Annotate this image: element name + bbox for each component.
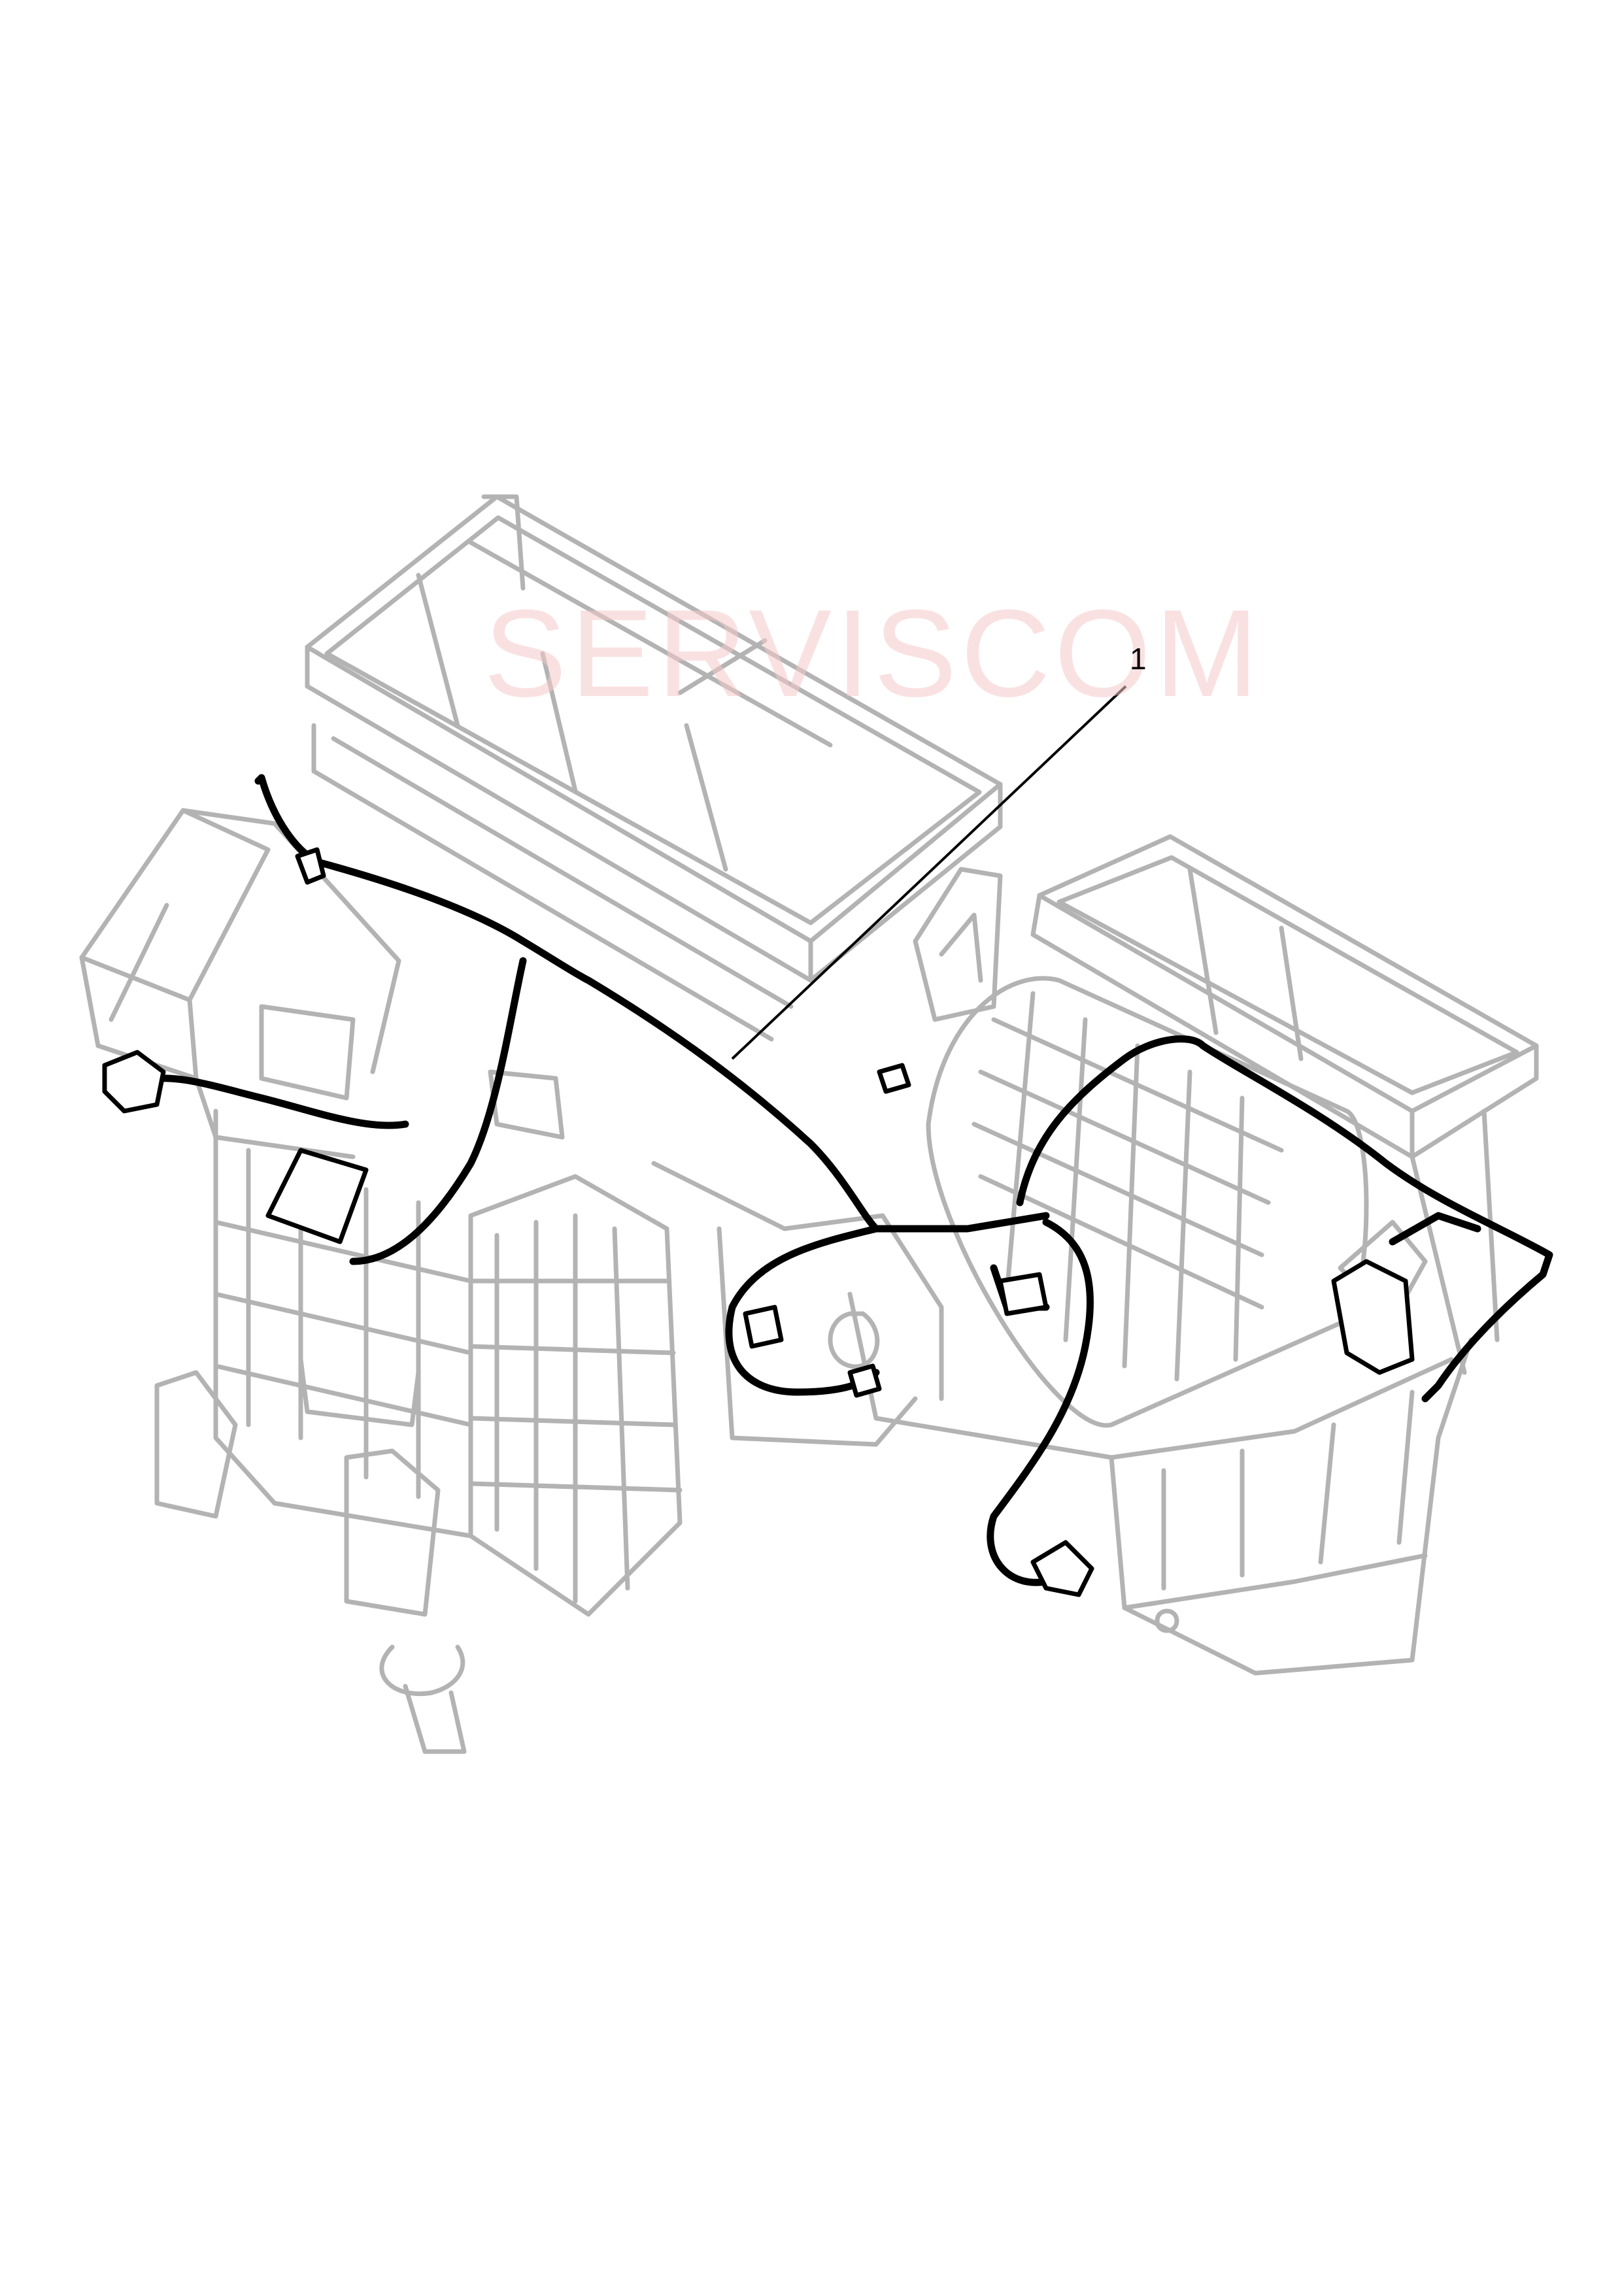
connector-right-upper xyxy=(877,1063,911,1094)
bracket-left-lower xyxy=(154,1370,238,1519)
connector-center-2 xyxy=(847,1363,882,1398)
connector-actuator xyxy=(1331,1259,1415,1375)
hvac-housing-outline xyxy=(79,494,1539,1754)
connector-center-1 xyxy=(743,1305,784,1349)
connector-right-mid xyxy=(998,1272,1049,1316)
harness-left-branch xyxy=(349,957,527,1265)
connector-right-lower xyxy=(1030,1540,1094,1597)
left-inlet-box xyxy=(79,808,271,1003)
drain-hose xyxy=(379,1644,465,1696)
harness-left-clip-branch xyxy=(137,1074,409,1129)
watermark: SERVISCOM xyxy=(484,584,1262,723)
left-housing-body xyxy=(213,1108,473,1539)
connector-top-left xyxy=(295,847,326,885)
harness-connectors xyxy=(102,847,1415,1597)
callout-1-leader xyxy=(731,685,1127,1060)
harness-right-lower-branch xyxy=(987,1218,1094,1586)
connector-left-block xyxy=(265,1148,369,1244)
harness-center-loop xyxy=(725,1225,880,1396)
connector-left-flying xyxy=(102,1050,166,1114)
harness-right-upper-branch xyxy=(1016,1035,1553,1403)
blower-cylinder xyxy=(926,976,1369,1428)
callout-1-label: 1 xyxy=(1130,642,1147,676)
right-lower-housing xyxy=(847,1291,1474,1676)
